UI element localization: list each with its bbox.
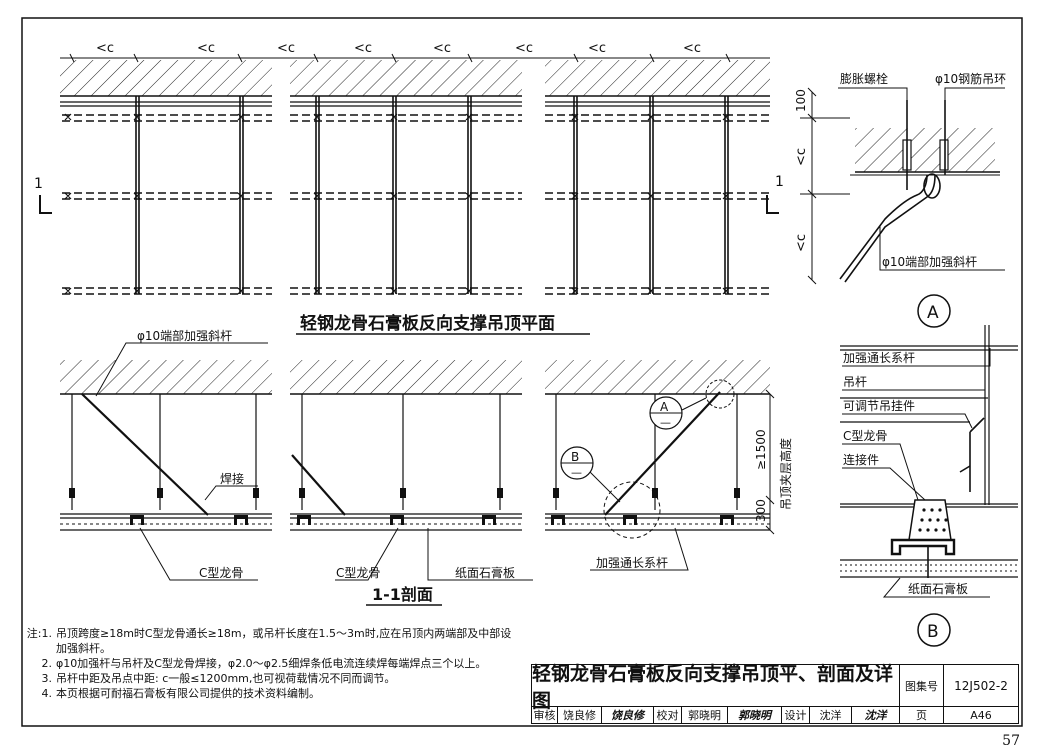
- detail-b-marker: [917, 613, 951, 647]
- detail-a-label-expansion-bolt: 膨胀螺栓: [840, 71, 888, 86]
- section-callout-b-dash: —: [571, 466, 582, 479]
- detail-a-label-end-brace: φ10端部加强斜杆: [882, 254, 977, 269]
- title-block-atlas-value: 12J502-2: [944, 665, 1018, 707]
- detail-a-dim-c1: <c: [794, 148, 809, 166]
- detail-a-dim-100: 100: [794, 89, 808, 112]
- note-3-number: 3.: [41, 672, 53, 685]
- detail-a-marker: [917, 294, 951, 328]
- plan-view: <c <c <c <c <c <c <c <c 1 1 轻钢龙骨石膏板反向支撑吊…: [34, 41, 784, 335]
- tb-design-label: 设计: [782, 707, 810, 723]
- section-label-c-keel-2: C型龙骨: [336, 566, 380, 580]
- title-block: 轻钢龙骨石膏板反向支撑吊顶平、剖面及详图 图集号 12J502-2 审核 饶良修…: [531, 663, 1019, 724]
- plan-dim-c-3: <c: [277, 41, 295, 56]
- tb-check-label: 校对: [654, 707, 682, 723]
- tb-review-label: 审核: [532, 707, 558, 723]
- section-mark-left: 1: [34, 176, 43, 192]
- plan-slab-1: [60, 60, 272, 96]
- tb-review-signature: 饶良修: [602, 707, 654, 723]
- section-label-plenum: 吊顶夹层高度: [778, 438, 793, 510]
- note-2: 2. φ10加强杆与吊杆及C型龙骨焊接，φ2.0～φ2.5细焊条低电流连续焊每端…: [14, 656, 514, 671]
- detail-b-label-rod: 吊杆: [843, 375, 867, 389]
- tb-check-signature: 郭晓明: [728, 707, 782, 723]
- section-callout-a-dash: —: [660, 416, 671, 429]
- plan-dim-c-6: <c: [515, 41, 533, 56]
- detail-a-id: A: [927, 303, 939, 323]
- plan-slab-3: [545, 60, 770, 96]
- detail-b-label-c-keel: C型龙骨: [843, 429, 887, 443]
- plan-slab-2: [290, 60, 522, 96]
- plan-dim-c-7: <c: [588, 41, 606, 56]
- section-label-end-brace: φ10端部加强斜杆: [137, 328, 232, 343]
- section-label-strength-tie: 加强通长系杆: [596, 556, 668, 570]
- section-mark-right: 1: [775, 174, 784, 190]
- note-4-number: 4.: [41, 687, 53, 700]
- note-1-number: 1.: [41, 627, 53, 640]
- note-2-number: 2.: [41, 657, 53, 670]
- plan-title: 轻钢龙骨石膏板反向支撑吊顶平面: [300, 313, 555, 334]
- note-1-text: 吊顶跨度≥18m时C型龙骨通长≥18m，或吊杆长度在1.5～3m时,应在吊顶内两…: [56, 627, 512, 655]
- tb-page-value: A46: [970, 708, 992, 722]
- plan-dim-c-8: <c: [683, 41, 701, 56]
- detail-b-label-connector: 连接件: [843, 452, 879, 467]
- notes: 注:1. 吊顶跨度≥18m时C型龙骨通长≥18m，或吊杆长度在1.5～3m时,应…: [14, 626, 514, 701]
- note-3: 3. 吊杆中距及吊点中距: c一般≤1200mm,也可视荷载情况不同而调节。: [14, 671, 514, 686]
- section-view: A — B — φ10端部加强斜杆 焊接 C型龙骨 C型龙骨 纸面石膏板 加强通…: [60, 328, 793, 606]
- section-label-weld: 焊接: [220, 471, 244, 486]
- detail-a-dim-c2: <c: [794, 234, 809, 252]
- note-3-text: 吊杆中距及吊点中距: c一般≤1200mm,也可视荷载情况不同而调节。: [56, 672, 396, 685]
- section-callout-b: B: [571, 450, 579, 464]
- tb-page-label: 页: [900, 707, 944, 723]
- notes-prefix: 注:: [26, 627, 42, 640]
- title-block-signatures: 审核 饶良修 饶良修 校对 郭晓明 郭晓明 设计 沈洋 沈洋 页 A46: [532, 707, 1018, 723]
- section-title: 1-1剖面: [372, 585, 433, 604]
- tb-check-name: 郭晓明: [682, 707, 728, 723]
- section-label-c-keel-1: C型龙骨: [199, 566, 243, 580]
- detail-b-label-gypsum: 纸面石膏板: [908, 581, 968, 596]
- section-dim-300: 300: [754, 499, 768, 522]
- detail-a: 100 <c <c 膨胀螺栓 φ10钢筋吊环 φ10端部加强斜杆 A: [794, 71, 1006, 328]
- plan-dim-c-4: <c: [354, 41, 372, 56]
- plan-dim-c-1: <c: [96, 41, 114, 56]
- detail-b-label-adjustable: 可调节吊挂件: [843, 399, 915, 413]
- section-dim-ge-1500: ≥1500: [754, 429, 768, 470]
- note-1: 注:1. 吊顶跨度≥18m时C型龙骨通长≥18m，或吊杆长度在1.5～3m时,应…: [14, 626, 514, 656]
- detail-a-label-hanger-ring: φ10钢筋吊环: [935, 71, 1006, 86]
- page-number: 57: [1002, 733, 1020, 749]
- plan-dim-c-5: <c: [433, 41, 451, 56]
- detail-b: 加强通长系杆 吊杆 可调节吊挂件 C型龙骨 连接件 纸面石膏板 B: [840, 325, 1018, 647]
- tb-design-name: 沈洋: [810, 707, 852, 723]
- title-block-main-title: 轻钢龙骨石膏板反向支撑吊顶平、剖面及详图: [532, 663, 900, 712]
- section-label-gypsum: 纸面石膏板: [455, 565, 515, 580]
- tb-design-signature: 沈洋: [852, 707, 900, 723]
- note-4: 4. 本页根据可耐福石膏板有限公司提供的技术资料编制。: [14, 686, 514, 701]
- plan-dim-c-2: <c: [197, 41, 215, 56]
- detail-b-id: B: [927, 622, 939, 642]
- section-callout-a: A: [660, 400, 669, 414]
- detail-b-label-tie: 加强通长系杆: [843, 351, 915, 365]
- note-4-text: 本页根据可耐福石膏板有限公司提供的技术资料编制。: [56, 687, 320, 700]
- note-2-text: φ10加强杆与吊杆及C型龙骨焊接，φ2.0～φ2.5细焊条低电流连续焊每端焊点三…: [56, 657, 487, 670]
- title-block-atlas-label: 图集号: [900, 665, 944, 707]
- tb-review-name: 饶良修: [558, 707, 602, 723]
- sheet-border: [21, 17, 1023, 727]
